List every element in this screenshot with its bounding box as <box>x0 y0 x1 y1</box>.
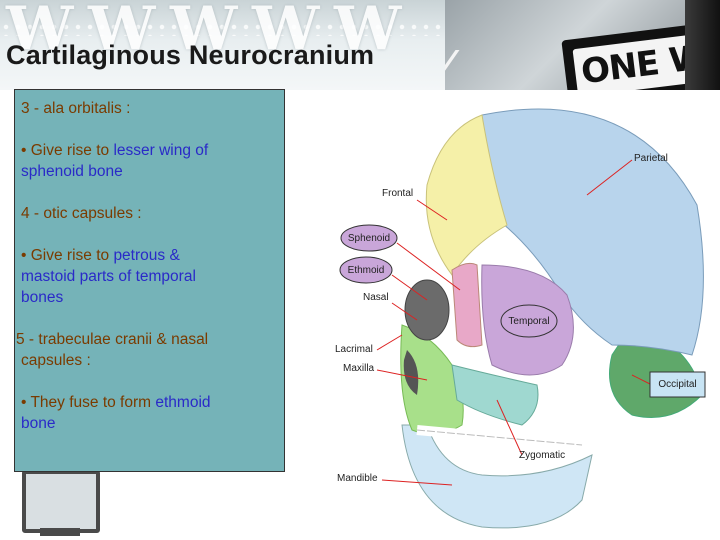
occipital-callout <box>649 371 706 398</box>
item-4-heading: 4 - otic capsules : <box>21 205 142 222</box>
maxilla-bone <box>400 324 464 435</box>
item-4-highlight: petrous & <box>113 247 180 264</box>
banner-decoration <box>0 22 460 36</box>
pointer-line <box>381 479 453 486</box>
item-5-heading: 5 - trabeculae cranii & nasal capsules : <box>16 329 278 371</box>
label-maxilla: Maxilla <box>343 363 375 374</box>
item-5-highlight: ethmoid <box>155 394 211 411</box>
pointer-line <box>496 399 523 456</box>
banner-w-decoration: W <box>88 0 156 64</box>
label-zygomatic: Zygomatic <box>519 450 566 461</box>
nasal-cavity <box>403 350 419 395</box>
sphenoid-bone <box>451 262 483 348</box>
item-4-highlight-2: mastoid parts of temporal <box>21 268 196 285</box>
pointer-line <box>586 159 633 196</box>
banner-w-decoration: W <box>6 0 74 64</box>
zygomatic-bone <box>451 364 539 426</box>
ethmoid-callout <box>339 256 393 284</box>
pointer-line <box>631 374 653 386</box>
one-way-sign-image: ONE WAY <box>445 0 720 90</box>
label-occipital: Occipital <box>658 379 697 390</box>
computer-icon <box>22 470 100 533</box>
pointer-line <box>376 334 403 351</box>
label-temporal: Temporal <box>508 315 550 327</box>
item-4-bullet-text: • Give rise to <box>21 247 114 264</box>
item-4-highlight-3: bones <box>21 289 64 306</box>
teeth-lines <box>416 429 583 446</box>
orbit <box>404 279 450 341</box>
label-frontal: Frontal <box>382 188 414 199</box>
mandible-bone <box>401 424 593 529</box>
item-5-line-1: 5 - trabeculae cranii & nasal <box>16 331 209 348</box>
computer-stand <box>40 528 80 536</box>
label-ethmoid: Ethmoid <box>347 264 385 276</box>
sphenoid-callout <box>340 224 398 252</box>
pointer-line <box>396 242 461 291</box>
banner-w-decoration: W <box>334 0 402 64</box>
pointer-line <box>391 274 428 301</box>
banner-w-decoration: W <box>170 0 238 64</box>
item-3-bullet: • Give rise to lesser wing of sphenoid b… <box>21 140 278 182</box>
item-3-bullet-text: • Give rise to <box>21 142 114 159</box>
item-5-highlight-2: bone <box>21 415 56 432</box>
item-3-heading: 3 - ala orbitalis : <box>21 100 131 117</box>
pointer-line <box>376 369 428 381</box>
sign-pole <box>685 0 720 90</box>
banner-w-decoration: W <box>252 0 320 64</box>
item-3-highlight: lesser wing of <box>113 142 209 159</box>
pointer-line <box>416 199 448 221</box>
content-textbox: 3 - ala orbitalis : • Give rise to lesse… <box>14 89 285 472</box>
skull-diagram: Parietal Frontal Sphenoid Ethmoid Nasal … <box>332 95 712 532</box>
label-lacrimal: Lacrimal <box>335 344 373 355</box>
item-5-bullet-text: • They fuse to form <box>21 394 156 411</box>
item-5-bullet: • They fuse to form ethmoid bone <box>21 392 278 434</box>
label-sphenoid: Sphenoid <box>347 232 391 244</box>
slide-title: Cartilaginous Neurocranium <box>6 40 375 70</box>
label-parietal: Parietal <box>634 153 668 164</box>
label-nasal: Nasal <box>363 292 389 303</box>
pointer-line <box>391 302 418 321</box>
item-3-highlight-2: sphenoid bone <box>21 163 123 180</box>
item-5-line-2: capsules : <box>21 352 91 369</box>
sign-road-line <box>445 50 580 80</box>
label-mandible: Mandible <box>337 473 378 484</box>
item-4-bullet: • Give rise to petrous & mastoid parts o… <box>21 245 278 308</box>
temporal-callout <box>500 304 558 338</box>
skull-illustration <box>339 108 706 529</box>
